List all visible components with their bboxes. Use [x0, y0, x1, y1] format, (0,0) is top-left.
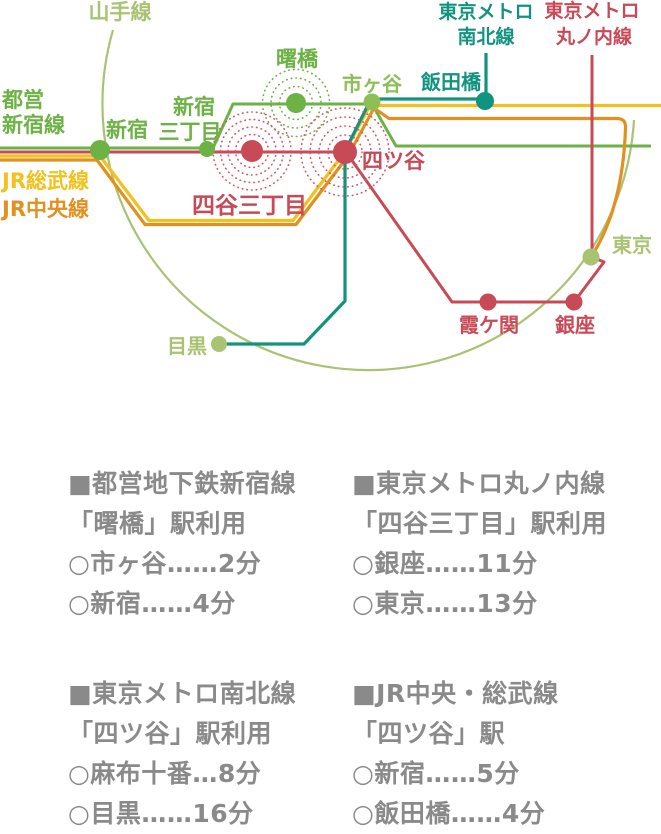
station-label-yotsuya: 四ツ谷 [362, 149, 426, 173]
jr-chuo-line-label: JR中央線 [0, 197, 89, 221]
marunouchi-line-path [0, 55, 606, 304]
station-dot-yotsuya [333, 140, 357, 164]
ripple-ring [261, 68, 331, 138]
namboku-line-label-1: 東京メトロ [438, 0, 533, 23]
marunouchi-line-label-1: 東京メトロ [544, 0, 639, 22]
station-dot-iidabashi [476, 92, 494, 110]
info-line-time: ○麻布十番…8分 [68, 759, 262, 788]
info-line-time: ○新宿……4分 [68, 589, 236, 618]
station-label-ginza: 銀座 [555, 313, 595, 337]
ripple-ring [327, 134, 363, 170]
station-dot-shinjuku-sanchome [199, 141, 215, 157]
station-dot-shinjuku [90, 140, 110, 160]
akebonobashi-ripples [261, 68, 331, 138]
station-label-iidabashi: 飯田橋 [420, 70, 482, 94]
station-label-shinjuku-sanchome-1: 新宿 [173, 95, 215, 119]
info-line-title: ■JR中央・総武線 [352, 679, 559, 708]
yotsuya-ripples [300, 107, 390, 197]
info-line-station: 「四ツ谷」駅 [352, 719, 506, 748]
info-line-time: ○市ヶ谷……2分 [68, 549, 262, 578]
route-map: 山手線 都営 新宿線 JR総武線 JR中央線 東京メトロ 南北線 東京メトロ 丸… [0, 0, 661, 372]
jr-sobu-line-label: JR総武線 [0, 169, 89, 193]
station-dot-meguro [211, 336, 227, 352]
info-line-time: ○飯田橋……4分 [352, 799, 546, 828]
ripple-ring [227, 126, 277, 176]
station-dot-ichigaya [363, 93, 381, 111]
ripple-ring [300, 107, 390, 197]
yamanote-line-label: 山手線 [89, 0, 152, 24]
station-dot-akebonobashi [286, 93, 306, 113]
info-line-time: ○東京……13分 [352, 589, 538, 618]
info-line-station: 「四ツ谷」駅利用 [68, 719, 273, 748]
ripple-ring [318, 125, 372, 179]
station-label-akebonobashi: 曙橋 [276, 47, 319, 71]
station-dot-tokyo [582, 248, 600, 266]
station-label-yotsuya-sanchome: 四谷三丁目 [192, 193, 307, 219]
info-line-time: ○新宿……5分 [352, 759, 520, 788]
info-line-title: ■東京メトロ丸ノ内線 [352, 469, 606, 498]
toei-shinjuku-line-label-2: 新宿線 [2, 113, 65, 137]
toei-shinjuku-line-label-1: 都営 [1, 88, 44, 112]
info-block-namboku: ■東京メトロ南北線 「四ツ谷」駅利用 ○麻布十番…8分 ○目黒……16分 [68, 674, 296, 834]
station-label-shinjuku: 新宿 [106, 118, 148, 142]
route-map-svg: 山手線 都営 新宿線 JR総武線 JR中央線 東京メトロ 南北線 東京メトロ 丸… [0, 0, 661, 372]
info-line-time: ○目黒……16分 [68, 799, 254, 828]
info-block-marunouchi: ■東京メトロ丸ノ内線 「四谷三丁目」駅利用 ○銀座……11分 ○東京……13分 [352, 464, 607, 624]
ripple-ring [270, 77, 322, 129]
info-line-station: 「四谷三丁目」駅利用 [352, 509, 608, 538]
station-label-ichigaya: 市ヶ谷 [342, 72, 403, 96]
ripple-ring [309, 116, 381, 188]
ripple-ring [278, 85, 314, 121]
station-dot-yotsuya-sanchome [241, 140, 263, 162]
info-line-title: ■都営地下鉄新宿線 [68, 469, 297, 498]
jr-chuo-line-path [0, 106, 628, 255]
marunouchi-line-label-2: 丸ノ内線 [555, 25, 632, 48]
info-block-toei-shinjuku: ■都営地下鉄新宿線 「曙橋」駅利用 ○市ヶ谷……2分 ○新宿……4分 [68, 464, 296, 624]
station-label-tokyo: 東京 [612, 233, 652, 257]
namboku-line-label-2: 南北線 [457, 25, 514, 48]
station-label-meguro: 目黒 [167, 334, 207, 358]
station-dot-kasumigaseki [479, 293, 497, 311]
ripple-ring [234, 133, 270, 169]
info-block-jr-chuo-sobu: ■JR中央・総武線 「四ツ谷」駅 ○新宿……5分 ○飯田橋……4分 [352, 674, 559, 834]
station-label-shinjuku-sanchome-2: 三丁目 [159, 120, 222, 144]
namboku-line-path [220, 97, 484, 346]
ripple-ring [219, 118, 285, 184]
info-line-title: ■東京メトロ南北線 [68, 679, 297, 708]
station-label-kasumigaseki: 霞ケ関 [459, 313, 519, 337]
info-line-station: 「曙橋」駅利用 [68, 509, 247, 538]
station-dot-ginza [565, 293, 583, 311]
info-line-time: ○銀座……11分 [352, 549, 538, 578]
